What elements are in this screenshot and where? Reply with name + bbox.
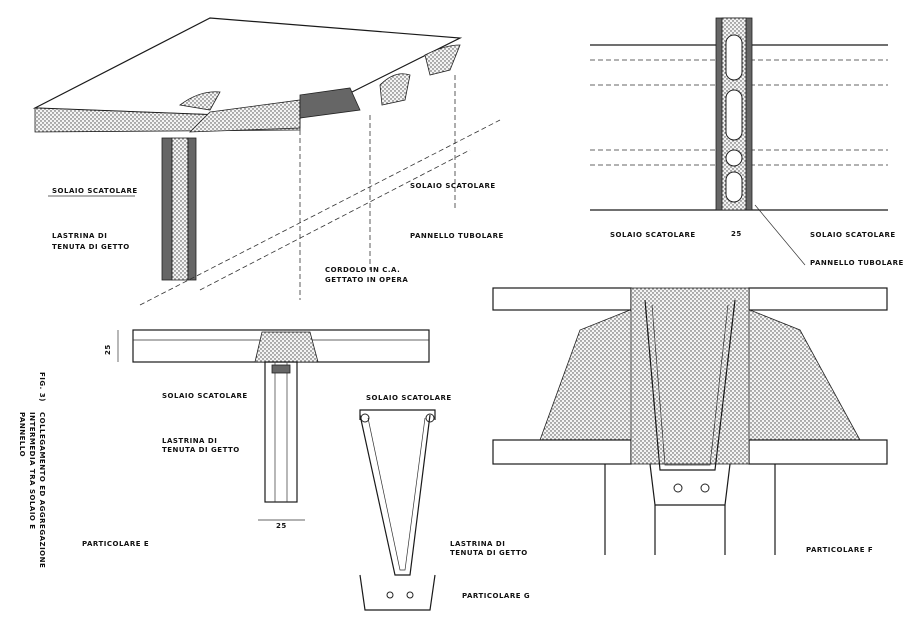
caption-line-2: INTERMEDIA TRA SOLAIO E [28, 412, 36, 530]
axonometric-view [32, 17, 501, 306]
detail-g-label: PARTICOLARE G [462, 592, 530, 600]
svg-text:SOLAIO SCATOLARE: SOLAIO SCATOLARE [52, 187, 138, 195]
label-pannello-plan: PANNELLO TUBOLARE [810, 259, 903, 267]
label-solaio-axo-right: SOLAIO SCATOLARE [410, 182, 496, 190]
label-solaio-axo: SOLAIO SCATOLARE [48, 187, 138, 197]
label-solaio-plan-right: SOLAIO SCATOLARE [810, 231, 896, 239]
label-pannello-axo: PANNELLO TUBOLARE [410, 232, 504, 240]
detail-e-label: PARTICOLARE E [82, 540, 149, 548]
label-cordolo: CORDOLO IN C.A. GETTATO IN OPERA [325, 266, 408, 284]
dim-25-plan: 25 [731, 230, 742, 238]
caption-line-1: COLLEGAMENTO ED AGGREGAZIONE [38, 412, 46, 568]
label-solaio-plan-left: SOLAIO SCATOLARE [610, 231, 696, 239]
detail-f-label: PARTICOLARE F [806, 546, 873, 554]
label-lastrina-axo: LASTRINA DI TENUTA DI GETTO [52, 232, 130, 251]
detail-e [117, 329, 430, 521]
label-solaio-g: SOLAIO SCATOLARE [366, 394, 452, 402]
label-solaio-e: SOLAIO SCATOLARE [162, 392, 248, 400]
label-lastrina-g-1: LASTRINA DI [450, 540, 505, 548]
caption-line-3: PANNELLO [18, 412, 26, 457]
label-lastrina-g-2: TENUTA DI GETTO [450, 549, 528, 557]
caption-number: FIG. 3) [38, 372, 46, 402]
svg-text:LASTRINA DI: LASTRINA DI [52, 232, 107, 240]
svg-text:CORDOLO IN C.A.: CORDOLO IN C.A. [325, 266, 400, 274]
plan-view [590, 17, 888, 266]
detail-g [359, 409, 436, 611]
figure-caption: FIG. 3) COLLEGAMENTO ED AGGREGAZIONE INT… [18, 372, 46, 568]
detail-f [492, 287, 888, 555]
dim-25-e-bottom: 25 [276, 522, 287, 530]
label-lastrina-e-2: TENUTA DI GETTO [162, 446, 240, 454]
dim-25-e: 25 [104, 344, 112, 355]
svg-text:GETTATO IN OPERA: GETTATO IN OPERA [325, 276, 408, 284]
label-lastrina-e-1: LASTRINA DI [162, 437, 217, 445]
svg-text:TENUTA DI GETTO: TENUTA DI GETTO [52, 243, 130, 251]
